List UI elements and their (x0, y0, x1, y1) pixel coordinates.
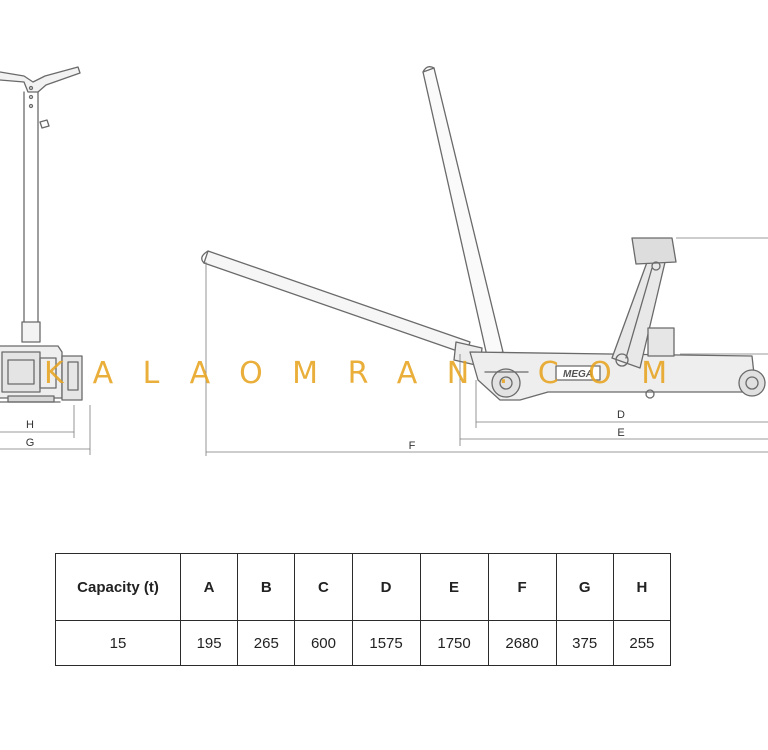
cell-d: 1575 (351, 620, 421, 666)
header-b: B (237, 553, 296, 621)
header-capacity: Capacity (t) (55, 553, 181, 621)
cell-g: 375 (555, 620, 614, 666)
dim-label-g: G (26, 437, 35, 449)
header-e: E (419, 553, 489, 621)
table-row: 15 195 265 600 1575 1750 2680 375 255 (55, 620, 672, 666)
spec-table: Capacity (t) A B C D E F G H 15 195 265 … (55, 553, 672, 666)
watermark: KALAOMRAN.COM (44, 356, 697, 391)
cell-capacity: 15 (55, 620, 181, 666)
cell-f: 2680 (487, 620, 557, 666)
header-c: C (294, 553, 353, 621)
header-d: D (351, 553, 421, 621)
front-view (0, 66, 83, 403)
side-view (201, 66, 766, 401)
technical-drawing: MEGA H G D E F (0, 66, 768, 456)
dim-label-h: H (26, 419, 34, 431)
dim-label-e: E (617, 427, 624, 439)
header-h: H (612, 553, 672, 621)
cell-h: 255 (612, 620, 672, 666)
cell-c: 600 (294, 620, 353, 666)
brand-mark: MEGA (563, 369, 593, 380)
header-g: G (555, 553, 614, 621)
spec-header-row: Capacity (t) A B C D E F G H (55, 553, 672, 621)
dim-label-d: D (617, 409, 625, 421)
cell-a: 195 (179, 620, 239, 666)
cell-e: 1750 (419, 620, 489, 666)
header-f: F (487, 553, 557, 621)
dim-label-f: F (409, 440, 416, 452)
cell-b: 265 (237, 620, 296, 666)
header-a: A (179, 553, 239, 621)
